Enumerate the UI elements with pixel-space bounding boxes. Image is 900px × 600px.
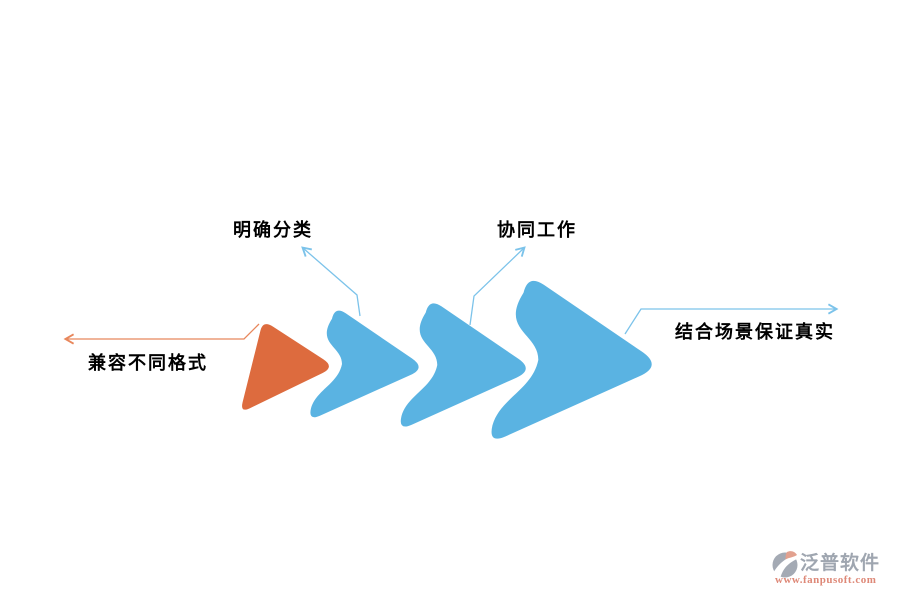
label-scene-authentic: 结合场景保证真实 [675, 322, 835, 343]
fanpu-logo-icon [772, 551, 799, 579]
watermark-url: www.fanpusoft.com [775, 574, 877, 586]
leader-line-classify [301, 246, 361, 317]
leader-line-compat [63, 323, 260, 345]
watermark-brand: 泛普软件 [800, 552, 881, 574]
chevron-shape-1 [242, 324, 329, 410]
label-classify: 明确分类 [233, 220, 313, 241]
leader-line-collaborate [469, 246, 526, 326]
leader-line-scene [624, 303, 839, 335]
label-compatibility: 兼容不同格式 [88, 353, 208, 374]
watermark: 泛普软件 www.fanpusoft.com [772, 547, 892, 592]
label-collaborate: 协同工作 [497, 220, 577, 241]
